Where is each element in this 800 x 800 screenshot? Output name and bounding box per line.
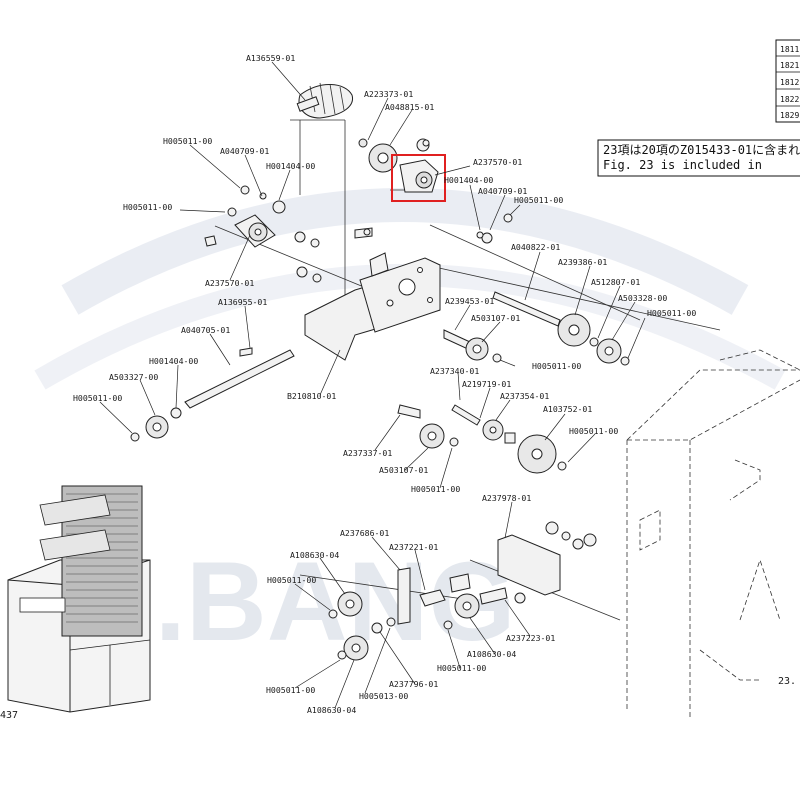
part-label: A237796-01 — [389, 679, 438, 689]
part-label: A108630-04 — [467, 649, 516, 659]
part-label: A237340-01 — [430, 366, 479, 376]
note-line-1: 23項は20項のZ015433-01に含まれます。 — [603, 142, 800, 157]
watermark: E.BANG — [34, 188, 786, 664]
worm-gear-part — [296, 82, 354, 119]
part-label: A040709-01 — [220, 146, 269, 156]
part-label: H001404-00 — [266, 161, 315, 171]
highlight-box — [391, 154, 446, 202]
gear-a503107-upper — [465, 337, 489, 361]
bracket-frame-b210810 — [304, 227, 441, 361]
gears — [145, 313, 622, 661]
gear-a237354 — [482, 419, 504, 441]
part-label: A503328-00 — [618, 293, 667, 303]
watermark-text: E.BANG — [80, 539, 516, 664]
part-label: A237570-01 — [473, 157, 522, 167]
part-label: A223373-01 — [364, 89, 413, 99]
part-label: H001404-00 — [444, 175, 493, 185]
part-label: H005011-00 — [267, 575, 316, 585]
table-cell: 1822 — [780, 95, 799, 104]
part-label: H005011-00 — [266, 685, 315, 695]
collar — [504, 432, 516, 444]
note-line-2: Fig. 23 is included in — [603, 158, 762, 172]
shafts — [184, 291, 561, 426]
highlighted-part-a237570[interactable] — [391, 154, 446, 202]
machine-illustration — [7, 485, 151, 713]
part-label: B210810-01 — [287, 391, 336, 401]
part-label: A503327-00 — [109, 372, 158, 382]
part-label: A239386-01 — [558, 257, 607, 267]
gear-a239386 — [557, 313, 591, 347]
part-label: A503107-01 — [379, 465, 428, 475]
part-label: H001404-00 — [149, 356, 198, 366]
page-number-left: 437 — [0, 710, 18, 721]
table-cell: 1829 — [780, 111, 799, 120]
part-label: H005011-00 — [647, 308, 696, 318]
part-label: A237354-01 — [500, 391, 549, 401]
part-label: H005011-00 — [569, 426, 618, 436]
part-label: H005011-00 — [532, 361, 581, 371]
left-bearing-assembly — [204, 192, 322, 283]
figure-ref: 23. — [778, 676, 796, 687]
table-cell: 1821 — [780, 61, 799, 70]
lower-bracket-assembly — [328, 521, 597, 660]
part-label: A237686-01 — [340, 528, 389, 538]
part-label: A239453-01 — [445, 296, 494, 306]
part-label: H005013-00 — [359, 691, 408, 701]
part-label: A040822-01 — [511, 242, 560, 252]
part-label: A108630-04 — [290, 550, 339, 560]
part-label: A136559-01 — [246, 53, 295, 63]
gear-a503328 — [596, 338, 622, 364]
table-cell: 1811 — [780, 45, 799, 54]
part-label: A048815-01 — [385, 102, 434, 112]
frame-outline: 23. — [626, 349, 800, 720]
gear-a108630-3 — [454, 593, 480, 619]
part-label: A103752-01 — [543, 404, 592, 414]
leader-lines — [99, 61, 646, 709]
part-label: A108630-04 — [307, 705, 356, 715]
part-label: H005011-00 — [163, 136, 212, 146]
part-label: H005011-00 — [123, 202, 172, 212]
part-label: A503107-01 — [471, 313, 520, 323]
gear-a503327 — [145, 415, 169, 439]
part-label: H005011-00 — [437, 663, 486, 673]
table-cell: 1812 — [780, 78, 799, 87]
washer — [589, 337, 599, 347]
part-label: A040705-01 — [181, 325, 230, 335]
gear-a108630-2 — [343, 635, 369, 661]
retaining-clips — [130, 139, 630, 471]
part-label: A237223-01 — [506, 633, 555, 643]
part-label: H005011-00 — [73, 393, 122, 403]
note-box: 23項は20項のZ015433-01に含まれます。 Fig. 23 is inc… — [597, 139, 800, 177]
part-label: H005011-00 — [514, 195, 563, 205]
part-label: A040709-01 — [478, 186, 527, 196]
part-label: A512807-01 — [591, 277, 640, 287]
part-label: H005011-00 — [411, 484, 460, 494]
part-label: A237570-01 — [205, 278, 254, 288]
gear-a108630-1 — [337, 591, 363, 617]
gear-a503107-lower — [419, 423, 445, 449]
gear-a103752 — [517, 434, 557, 474]
part-label: A237337-01 — [343, 448, 392, 458]
part-label: A136955-01 — [218, 297, 267, 307]
part-number-table: 1811 1821 1812 1822 1829 — [775, 39, 800, 123]
bearing — [170, 407, 182, 419]
part-label: A237221-01 — [389, 542, 438, 552]
part-labels: A136559-01 A223373-01 A048815-01 H005011… — [73, 53, 696, 715]
part-label: A237978-01 — [482, 493, 531, 503]
part-label: A219719-01 — [462, 379, 511, 389]
